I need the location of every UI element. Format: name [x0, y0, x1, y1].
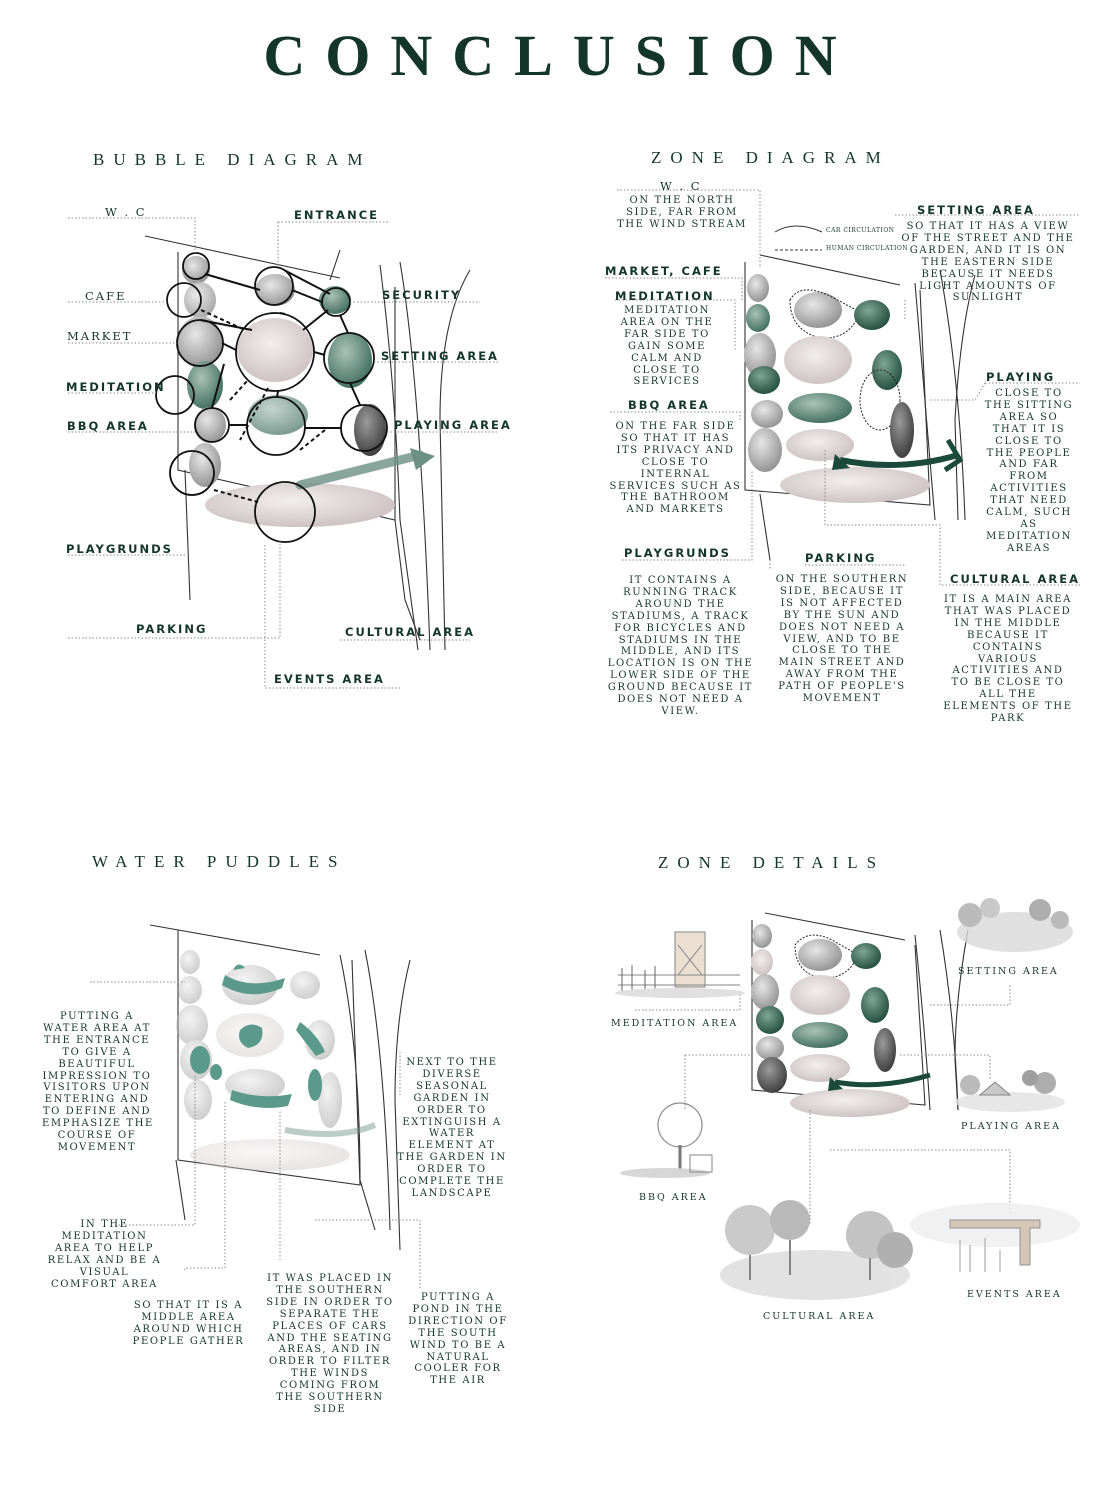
zone-playing-title: PLAYING — [986, 370, 1056, 384]
bubble-label-setting: SETTING AREA — [381, 349, 499, 363]
zone-diagram-title: ZONE DIAGRAM — [651, 148, 890, 167]
water-site-plan — [90, 924, 421, 1290]
bubble-label-cultural: CULTURAL AREA — [345, 625, 475, 639]
zone-site-plan — [605, 189, 1080, 586]
bubble-label-events: EVENTS AREA — [274, 672, 385, 686]
bubble-label-security: SECURITY — [382, 288, 462, 302]
details-bbq-label: BBQ AREA — [639, 1192, 708, 1203]
zone-meditation-title: MEDITATION — [615, 289, 715, 303]
bubble-label-playgrounds: PLAYGRUNDS — [66, 542, 173, 556]
bubble-site-plan — [68, 217, 498, 689]
water-seasonal-note: NEXT TO THE DIVERSE SEASONAL GARDEN IN O… — [397, 1057, 507, 1199]
details-events-label: EVENTS AREA — [967, 1289, 1062, 1300]
bubble-label-market: MARKET — [67, 329, 133, 343]
bubble-label-parking: PARKING — [136, 622, 208, 636]
water-middle-note: SO THAT IT IS A MIDDLE AREA AROUND WHICH… — [132, 1300, 245, 1347]
bubble-label-entrance: ENTRANCE — [294, 208, 379, 222]
legend-car-circulation: CAR CIRCULATION — [826, 227, 895, 234]
zone-cultural-title: CULTURAL AREA — [950, 572, 1080, 586]
water-entrance-note: PUTTING A WATER AREA AT THE ENTRANCE TO … — [42, 1011, 154, 1153]
zone-playgrounds-title: PLAYGRUNDS — [624, 546, 731, 560]
zone-playing-text: CLOSE TO THE SITTING AREA SO THAT IT IS … — [984, 388, 1074, 554]
details-site-plan — [615, 898, 1080, 1300]
meditation-vignette — [615, 931, 745, 998]
zone-details-title: ZONE DETAILS — [658, 853, 886, 872]
water-puddles-title: WATER PUDDLES — [92, 852, 347, 871]
details-meditation-label: MEDITATION AREA — [611, 1018, 739, 1029]
cultural-vignette — [720, 1200, 913, 1300]
bubble-label-wc: W . C — [105, 205, 147, 219]
details-setting-label: SETTING AREA — [958, 966, 1059, 977]
zone-meditation-text: MEDITATION AREA ON THE FAR SIDE TO GAIN … — [620, 305, 714, 388]
bubble-diagram-title: BUBBLE DIAGRAM — [93, 150, 372, 169]
bubble-label-cafe: CAFE — [85, 289, 127, 303]
water-pond-note: PUTTING A POND IN THE DIRECTION OF THE S… — [408, 1292, 508, 1387]
events-vignette — [910, 1203, 1080, 1272]
water-southern-note: IT WAS PLACED IN THE SOUTHERN SIDE IN OR… — [266, 1273, 394, 1415]
details-cultural-label: CULTURAL AREA — [763, 1311, 876, 1322]
zone-bbq-text: ON THE FAR SIDE SO THAT IT HAS ITS PRIVA… — [609, 421, 742, 516]
page-title: CONCLUSION — [263, 23, 857, 88]
zone-wc-text: ON THE NORTH SIDE, FAR FROM THE WIND STR… — [617, 195, 747, 230]
zone-parking-text: ON THE SOUTHERN SIDE, BECAUSE IT IS NOT … — [775, 574, 909, 705]
zone-setting-title: SETTING AREA — [917, 203, 1035, 217]
setting-vignette — [957, 898, 1073, 952]
zone-playgrounds-text: IT CONTAINS A RUNNING TRACK AROUND THE S… — [607, 575, 754, 717]
water-meditation-note: IN THE MEDITATION AREA TO HELP RELAX AND… — [47, 1219, 162, 1290]
zone-parking-title: PARKING — [805, 551, 877, 565]
zone-wc-title: W . C — [660, 179, 702, 193]
bubble-label-meditation: MEDITATION — [66, 380, 166, 394]
details-playing-label: PLAYING AREA — [961, 1121, 1061, 1132]
zone-cultural-text: IT IS A MAIN AREA THAT WAS PLACED IN THE… — [943, 594, 1073, 725]
zone-bbq-title: BBQ AREA — [628, 398, 710, 412]
bubble-label-playing: PLAYING AREA — [394, 418, 512, 432]
playing-vignette — [955, 1070, 1065, 1112]
bubble-label-bbq: BBQ AREA — [67, 419, 149, 433]
bbq-vignette — [620, 1102, 713, 1178]
zone-setting-text: SO THAT IT HAS A VIEW OF THE STREET AND … — [901, 221, 1075, 304]
legend-human-circulation: HUMAN CIRCULATION — [826, 245, 909, 252]
zone-market-title: MARKET, CAFE — [605, 264, 723, 278]
